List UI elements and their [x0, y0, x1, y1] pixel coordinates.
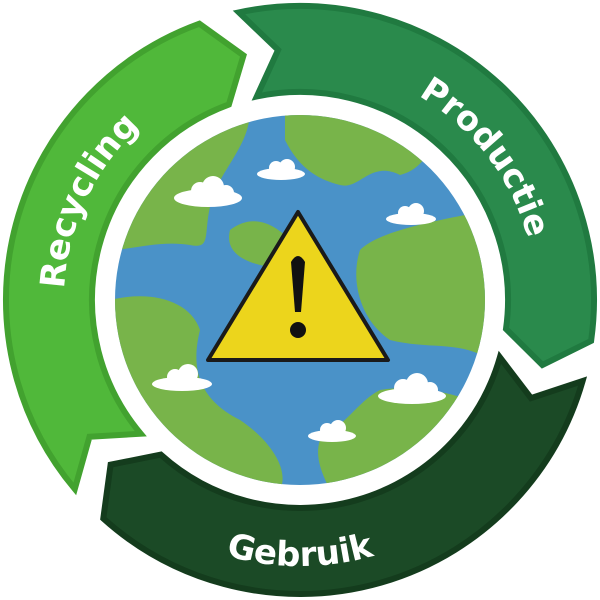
cloud-icon	[174, 176, 242, 207]
productie-segment	[232, 3, 597, 369]
clouds	[152, 159, 446, 442]
cloud-icon	[386, 203, 436, 225]
globe-land	[115, 115, 485, 485]
gebruik-segment	[100, 350, 588, 597]
globe	[115, 115, 485, 485]
recycling-segment	[3, 20, 247, 496]
cloud-icon	[378, 373, 446, 404]
cloud-icon	[308, 420, 356, 442]
cloud-icon	[257, 159, 305, 180]
cloud-icon	[152, 364, 212, 391]
warning-icon	[206, 210, 390, 362]
